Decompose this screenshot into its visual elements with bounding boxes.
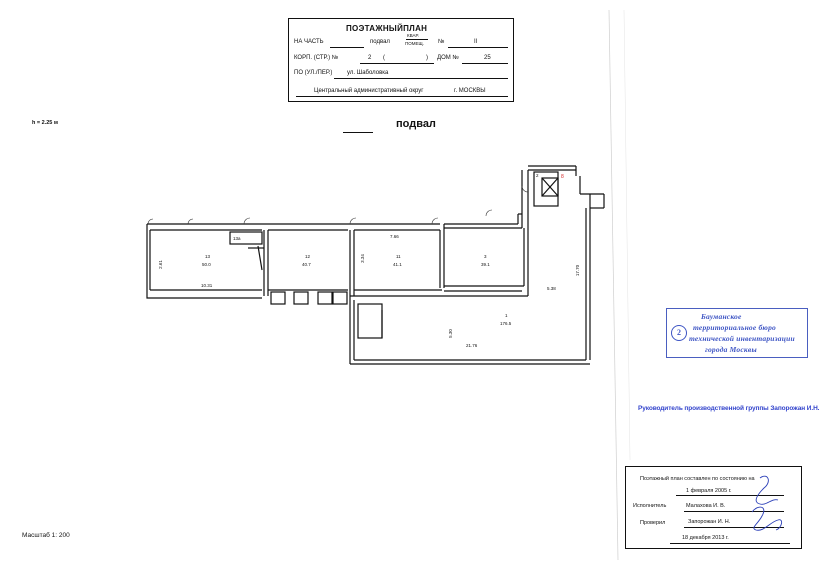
pomesh-label: ПОМЕЩ. (405, 41, 424, 46)
dim-corridor: 5.38 (547, 286, 556, 291)
street-label: ПО (УЛ./ПЕР.) (294, 70, 333, 76)
footer-block (625, 466, 802, 549)
scale-label: Масштаб 1: 200 (22, 532, 70, 539)
room-2-number: 2 (536, 173, 539, 178)
underline (676, 495, 784, 496)
room-3-number: 3 (484, 254, 487, 259)
checker-name: Запорожан И. Н. (688, 519, 731, 525)
executor-name: Малахова И. В. (686, 503, 726, 509)
signature-note: Руководитель производственной группы Зап… (638, 405, 820, 412)
dom-label: ДОМ № (437, 55, 459, 61)
room-8-marker: 8 (561, 174, 564, 180)
open-paren: ( (383, 55, 385, 61)
room-13-number: 13 (205, 254, 211, 259)
room-12-area: 40.7 (302, 262, 311, 267)
floor-title: подвал (396, 118, 436, 130)
room-13a-number: 13а (233, 236, 241, 241)
room-1-number: 1 (505, 313, 508, 318)
underline (684, 511, 784, 512)
underline (684, 527, 784, 528)
underline (360, 63, 434, 64)
underline (334, 78, 508, 79)
stamp-line: технической инвентаризации (689, 334, 795, 343)
room-12-number: 12 (305, 254, 311, 259)
city: г. МОСКВЫ (454, 88, 486, 94)
underline (448, 47, 508, 48)
plan-title: ПОЭТАЖНЫЙПЛАН (346, 24, 428, 33)
signature-executor (755, 475, 779, 505)
na-chast-value: подвал (370, 39, 390, 45)
room-13-area: 50.0 (202, 262, 211, 267)
dim-hall: 21.76 (466, 343, 478, 348)
plan-walls (146, 165, 605, 365)
dom-value: 25 (484, 55, 491, 61)
executor-label: Исполнитель (633, 503, 667, 509)
korp-label: КОРП. (СТР.) № (294, 55, 339, 61)
dim-room13: 10.31 (201, 283, 213, 288)
stamp-line: города Москвы (705, 345, 757, 354)
street-value: ул. Шаболовка (347, 70, 389, 76)
stamp-number: 2 (671, 325, 687, 341)
bti-stamp: 2 Бауманское территориальное бюро технич… (666, 308, 808, 358)
room-11-number: 11 (396, 254, 401, 259)
title-dash (343, 132, 373, 133)
checked-label: Проверил (640, 520, 666, 526)
composed-date: 1 февраля 2005 г. (686, 488, 732, 494)
composed-line: Поэтажный план составлен по состоянию на (640, 476, 755, 482)
fraction-line (406, 39, 428, 40)
kvar-label: КВАР. (407, 33, 419, 38)
underline (462, 63, 508, 64)
number-sign: № (438, 39, 445, 45)
district: Центральный административный округ (314, 88, 424, 94)
signature-checker (751, 506, 783, 531)
title-block (288, 18, 514, 102)
stamp-line: территориальное бюро (693, 323, 777, 332)
underline (330, 47, 364, 48)
underline (296, 96, 508, 97)
height-note: h = 2.25 м (32, 120, 58, 126)
room-3-area: 39.1 (481, 262, 490, 267)
dim-room11: 7.66 (390, 234, 399, 239)
pomesh-number: II (474, 39, 478, 45)
room-1-area: 176.5 (500, 321, 512, 326)
korp-value: 2 (368, 55, 372, 61)
final-date: 18 декабря 2013 г. (682, 535, 729, 541)
stamp-line: Бауманское (701, 312, 742, 321)
room-11-area: 41.1 (393, 262, 402, 267)
na-chast-label: НА ЧАСТЬ (294, 39, 324, 45)
underline (670, 543, 790, 544)
close-paren: ) (426, 55, 428, 61)
